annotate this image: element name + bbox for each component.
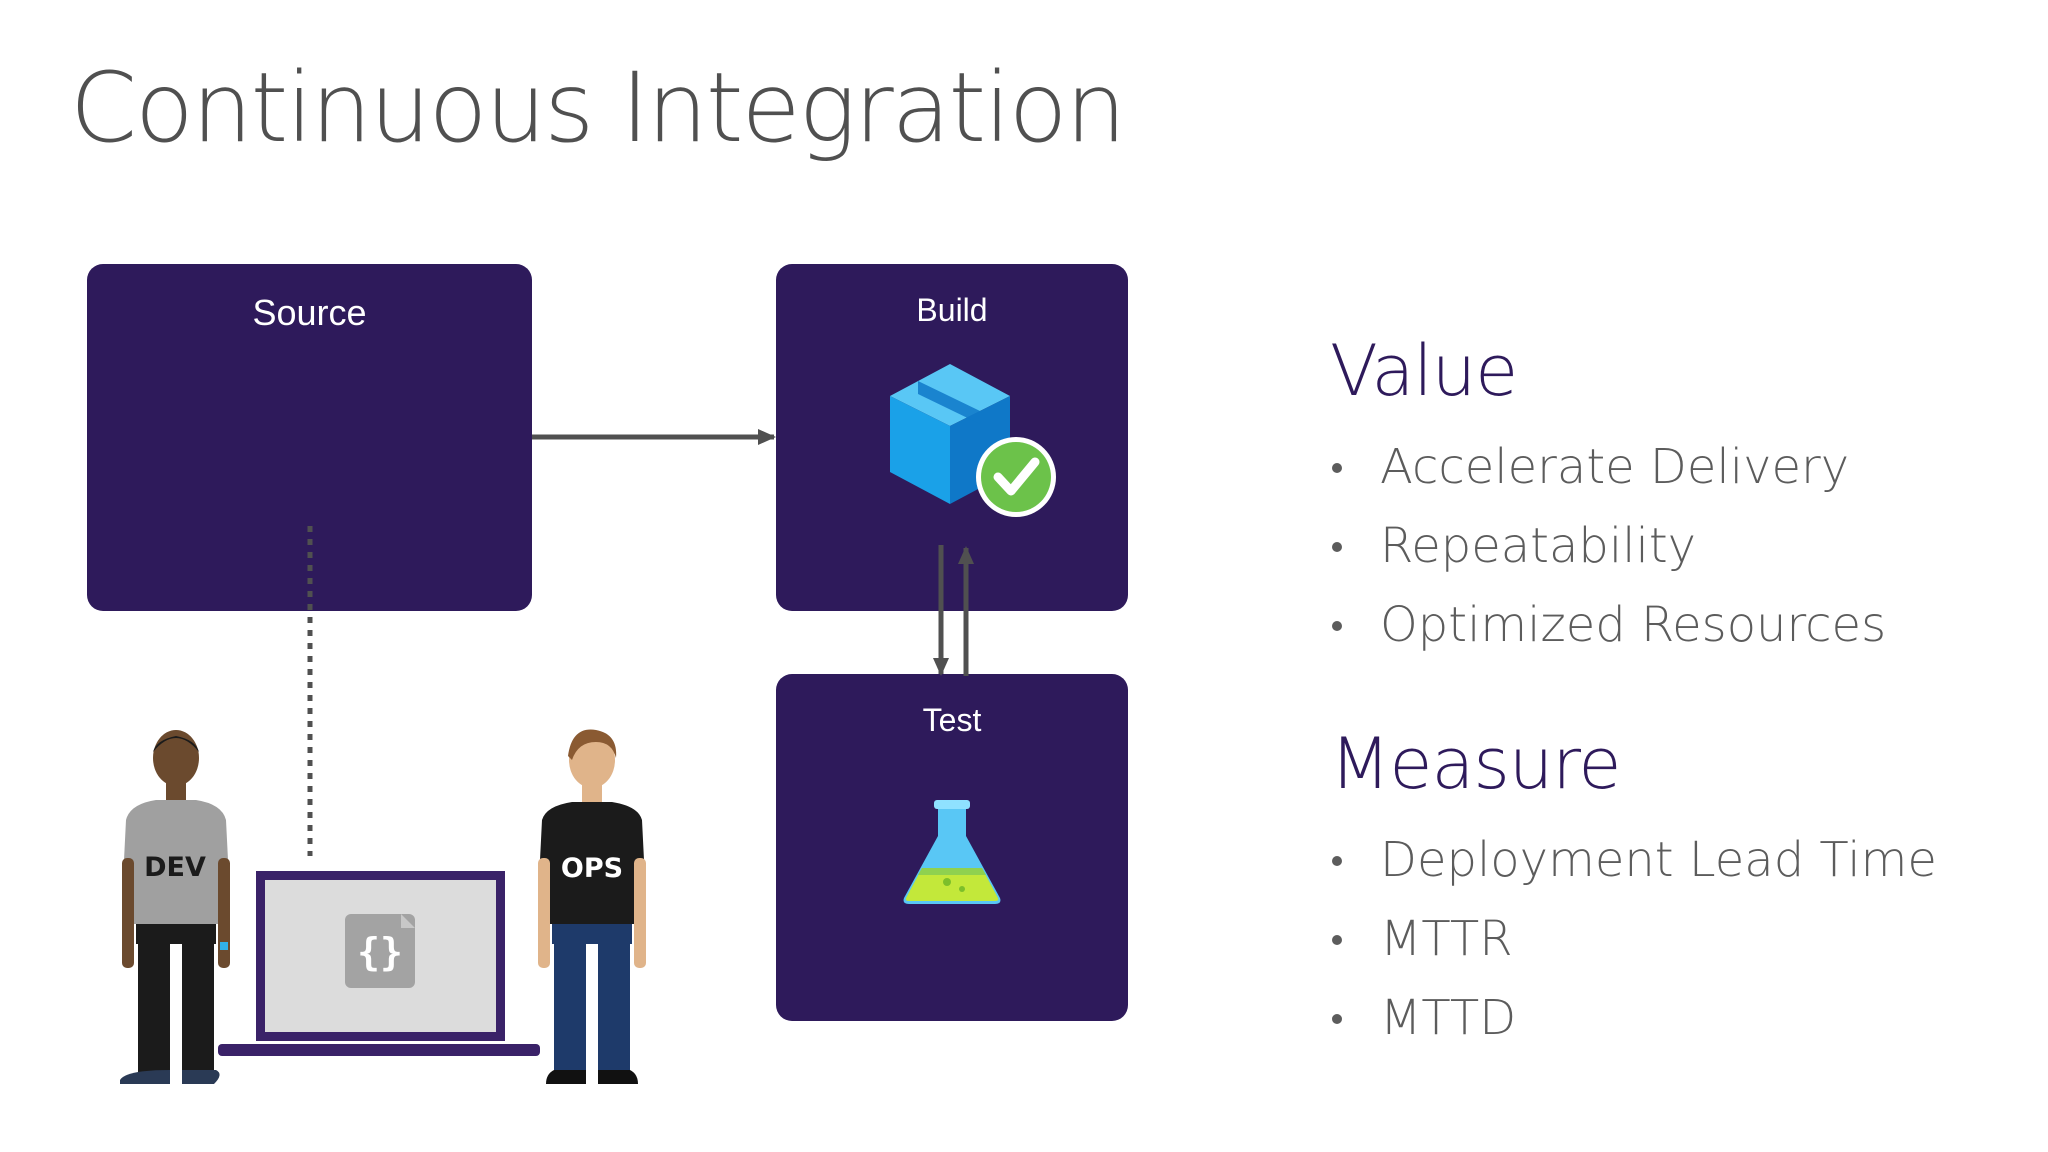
source-label: Source [252, 292, 367, 333]
code-glyph: {} [357, 930, 403, 974]
list-item: MTTD [1330, 988, 1937, 1067]
bullet-dot [1332, 542, 1342, 552]
bullet-dot [1332, 621, 1342, 631]
bullet-dot [1332, 935, 1342, 945]
ops-person-icon: OPS [538, 729, 646, 1084]
bullet-dot [1332, 463, 1342, 473]
list-item: Deployment Lead Time [1330, 830, 1937, 909]
build-label: Build [916, 292, 988, 328]
value-item-optimized: Optimized Resources [1380, 597, 1887, 653]
dev-person-icon: DEV [120, 730, 230, 1084]
laptop-icon: {} [218, 871, 540, 1056]
list-item: Accelerate Delivery [1330, 437, 1886, 516]
dev-shirt-label: DEV [144, 852, 206, 883]
measure-heading: Measure [1330, 723, 1621, 805]
list-item: Repeatability [1330, 516, 1886, 595]
measure-item-lead-time: Deployment Lead Time [1380, 832, 1937, 888]
measure-item-mttd: MTTD [1380, 990, 1517, 1046]
flask-icon [903, 800, 1001, 904]
source-box: Source [87, 264, 532, 611]
package-check-icon [890, 364, 1056, 517]
measure-list: Deployment Lead Time MTTR MTTD [1330, 830, 1937, 1067]
build-box: Build [776, 264, 1128, 611]
list-item: Optimized Resources [1330, 595, 1886, 674]
measure-item-mttr: MTTR [1380, 911, 1513, 967]
bullet-dot [1332, 856, 1342, 866]
value-item-repeatability: Repeatability [1380, 518, 1697, 574]
test-box: Test [776, 674, 1128, 1021]
list-item: MTTR [1330, 909, 1937, 988]
test-label: Test [922, 702, 982, 738]
value-heading: Value [1330, 330, 1518, 412]
slide-title: Continuous Integration [70, 52, 1126, 164]
ops-shirt-label: OPS [561, 853, 623, 884]
value-item-accelerate: Accelerate Delivery [1380, 439, 1850, 495]
value-list: Accelerate Delivery Repeatability Optimi… [1330, 437, 1886, 674]
bullet-dot [1332, 1014, 1342, 1024]
